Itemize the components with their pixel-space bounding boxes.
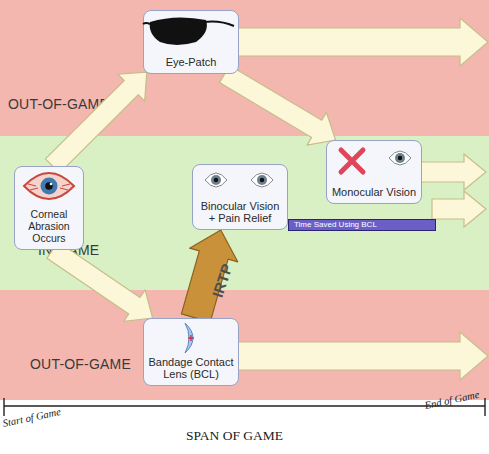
outcome-box: Monocular Vision xyxy=(326,140,422,204)
bar-label: Time Saved Using BCL xyxy=(294,220,377,230)
axis-title: SPAN OF GAME xyxy=(186,428,283,444)
treatment-box: Eye-Patch xyxy=(143,10,239,74)
time-axis xyxy=(4,405,485,406)
band-label: OUT-OF-GAME xyxy=(30,356,131,372)
in-game-band: IN-GAMECorneal Abrasion OccursBinocular … xyxy=(0,136,489,290)
axis-start-label: Start of Game xyxy=(2,406,62,429)
box-label: Monocular Vision xyxy=(332,186,416,198)
out-of-game-band: OUT-OF-GAME Bandage Contact Lens (BCL) xyxy=(0,290,489,400)
box-label: Corneal Abrasion Occurs xyxy=(18,208,80,244)
axis-tick xyxy=(484,398,485,416)
box-label: Eye-Patch xyxy=(166,56,217,68)
outcome-box: Binocular Vision + Pain Relief xyxy=(192,164,288,230)
time-saved-bar: Time Saved Using BCL xyxy=(288,219,436,231)
event-box: Corneal Abrasion Occurs xyxy=(14,166,84,250)
treatment-box: Bandage Contact Lens (BCL) xyxy=(143,318,239,386)
axis-tick xyxy=(3,398,4,416)
band-label: OUT-OF-GAME xyxy=(8,96,109,112)
box-label: Bandage Contact Lens (BCL) xyxy=(147,356,235,380)
out-of-game-band: OUT-OF-GAME Eye-Patch xyxy=(0,0,489,136)
box-label: Binocular Vision + Pain Relief xyxy=(196,200,284,224)
